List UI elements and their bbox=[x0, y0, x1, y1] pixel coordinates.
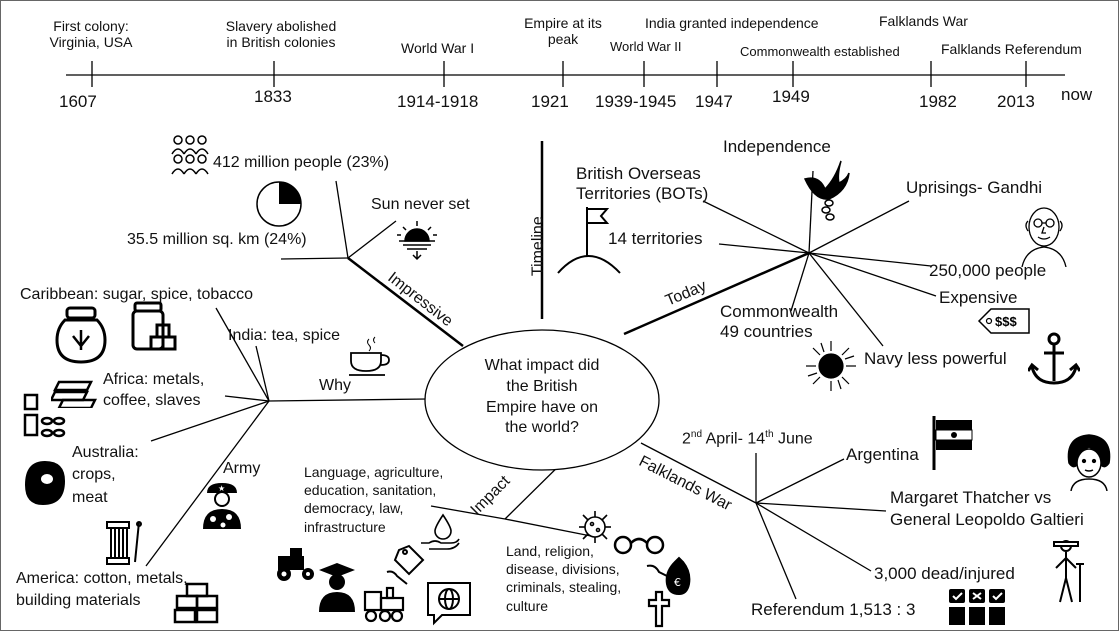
dates-start: 2 bbox=[682, 430, 691, 448]
event-label-india: India granted independence bbox=[645, 15, 819, 31]
handcuffs-icon bbox=[613, 535, 665, 555]
event-date-referendum: 2013 bbox=[997, 92, 1035, 111]
chained-hand-icon bbox=[23, 393, 66, 438]
fact-people: 412 million people (23%) bbox=[213, 154, 390, 171]
central-question: What impact did the British Empire have … bbox=[484, 357, 600, 437]
gandhi-portrait-icon bbox=[1021, 207, 1067, 267]
people-crowd-icon bbox=[171, 135, 209, 175]
event-date-falklands-war: 1982 bbox=[919, 92, 957, 111]
today-independence: Independence bbox=[723, 137, 831, 156]
dates-mid: April- 14 bbox=[702, 430, 766, 448]
argentina-flag-icon bbox=[932, 416, 973, 470]
steak-meat-icon bbox=[25, 461, 65, 505]
hand-water-drop-icon bbox=[421, 513, 460, 550]
why-australia: Australia: crops, meat bbox=[72, 444, 139, 506]
sunset-icon bbox=[397, 221, 437, 261]
timeline-end-label: now bbox=[1061, 85, 1093, 104]
event-label-referendum: Falklands Referendum bbox=[941, 41, 1082, 57]
bricks-icon bbox=[173, 582, 219, 624]
why-india: India: tea, spice bbox=[228, 327, 341, 344]
event-date-1607: 1607 bbox=[59, 92, 97, 111]
why-africa: Africa: metals, coffee, slaves bbox=[103, 371, 205, 409]
branch-label-army: Army bbox=[223, 460, 261, 477]
cotton-spool-icon bbox=[106, 521, 142, 565]
center-oval bbox=[424, 329, 660, 471]
today-people: 250,000 people bbox=[929, 261, 1047, 280]
event-label-1607: First colony: Virginia, USA bbox=[49, 18, 133, 51]
event-date-ww2: 1939-1945 bbox=[595, 92, 677, 111]
branch-label-why: Why bbox=[319, 377, 351, 394]
tractor-icon bbox=[277, 548, 314, 581]
impact-negative: Land, religion, disease, divisions, crim… bbox=[506, 543, 622, 614]
falklands-leaders: Margaret Thatcher vs General Leopoldo Ga… bbox=[890, 488, 1084, 530]
event-label-ww2: World War II bbox=[610, 39, 682, 54]
tag-hand-icon bbox=[386, 544, 425, 585]
event-date-commonwealth: 1949 bbox=[772, 87, 810, 106]
svg-text:€: € bbox=[674, 576, 681, 589]
virus-icon bbox=[579, 511, 611, 543]
fact-area: 35.5 million sq. km (24%) bbox=[127, 231, 307, 248]
event-date-1833: 1833 bbox=[254, 87, 292, 106]
event-date-peak: 1921 bbox=[531, 92, 569, 111]
commonwealth-logo-icon bbox=[806, 341, 856, 391]
fact-sun: Sun never set bbox=[371, 196, 470, 213]
price-tag-icon: $$$ bbox=[977, 308, 1030, 334]
pie-quarter-icon bbox=[256, 181, 302, 227]
falklands-argentina: Argentina bbox=[846, 445, 919, 464]
today-navy: Navy less powerful bbox=[864, 349, 1007, 368]
price-tag-text: $$$ bbox=[995, 314, 1017, 329]
why-caribbean: Caribbean: sugar, spice, tobacco bbox=[20, 286, 254, 303]
speech-globe-icon bbox=[427, 582, 471, 626]
branch-label-timeline: Timeline bbox=[529, 216, 547, 277]
sugar-jar-icon bbox=[131, 301, 177, 351]
falklands-casualties: 3,000 dead/injured bbox=[874, 564, 1015, 583]
dates-end-sup: th bbox=[765, 429, 774, 440]
graduate-icon bbox=[319, 563, 355, 612]
money-bag-icon: € bbox=[646, 556, 691, 596]
train-icon bbox=[363, 586, 405, 623]
impact-positive: Language, agriculture, education, sanita… bbox=[304, 464, 444, 535]
why-america: America: cotton, metals, building materi… bbox=[16, 570, 188, 610]
dates-start-sup: nd bbox=[690, 429, 703, 440]
event-label-peak: Empire at its peak bbox=[524, 15, 602, 48]
falklands-dates: 2nd April- 14th June bbox=[682, 429, 813, 449]
anchor-icon bbox=[1028, 332, 1080, 385]
today-expensive: Expensive bbox=[939, 288, 1018, 307]
today-uprisings: Uprisings- Gandhi bbox=[906, 178, 1043, 197]
spice-jar-icon bbox=[55, 306, 107, 364]
event-date-ww1: 1914-1918 bbox=[397, 92, 479, 111]
today-commonwealth: Commonwealth 49 countries bbox=[720, 302, 839, 341]
today-bots: British Overseas Territories (BOTs) bbox=[576, 164, 709, 203]
today-territories: 14 territories bbox=[608, 229, 703, 248]
tea-cup-icon bbox=[349, 336, 390, 376]
svg-text:★: ★ bbox=[218, 484, 225, 493]
voting-ballots-icon bbox=[949, 589, 1005, 625]
thatcher-portrait-icon bbox=[1067, 434, 1111, 491]
event-label-ww1: World War I bbox=[401, 40, 475, 56]
dates-end: June bbox=[773, 430, 813, 448]
dove-broken-chain-icon bbox=[803, 160, 850, 221]
event-label-falklands-war: Falklands War bbox=[879, 13, 968, 29]
event-label-1833: Slavery abolished in British colonies bbox=[225, 18, 337, 51]
flag-on-hill-icon bbox=[557, 207, 621, 274]
falklands-referendum: Referendum 1,513 : 3 bbox=[751, 600, 916, 619]
injured-person-icon bbox=[1053, 540, 1084, 603]
metal-bars-icon bbox=[51, 380, 97, 408]
event-label-commonwealth: Commonwealth established bbox=[740, 44, 900, 59]
cross-icon bbox=[647, 590, 671, 628]
soldier-icon: ★ bbox=[203, 483, 241, 529]
event-date-india: 1947 bbox=[695, 92, 733, 111]
